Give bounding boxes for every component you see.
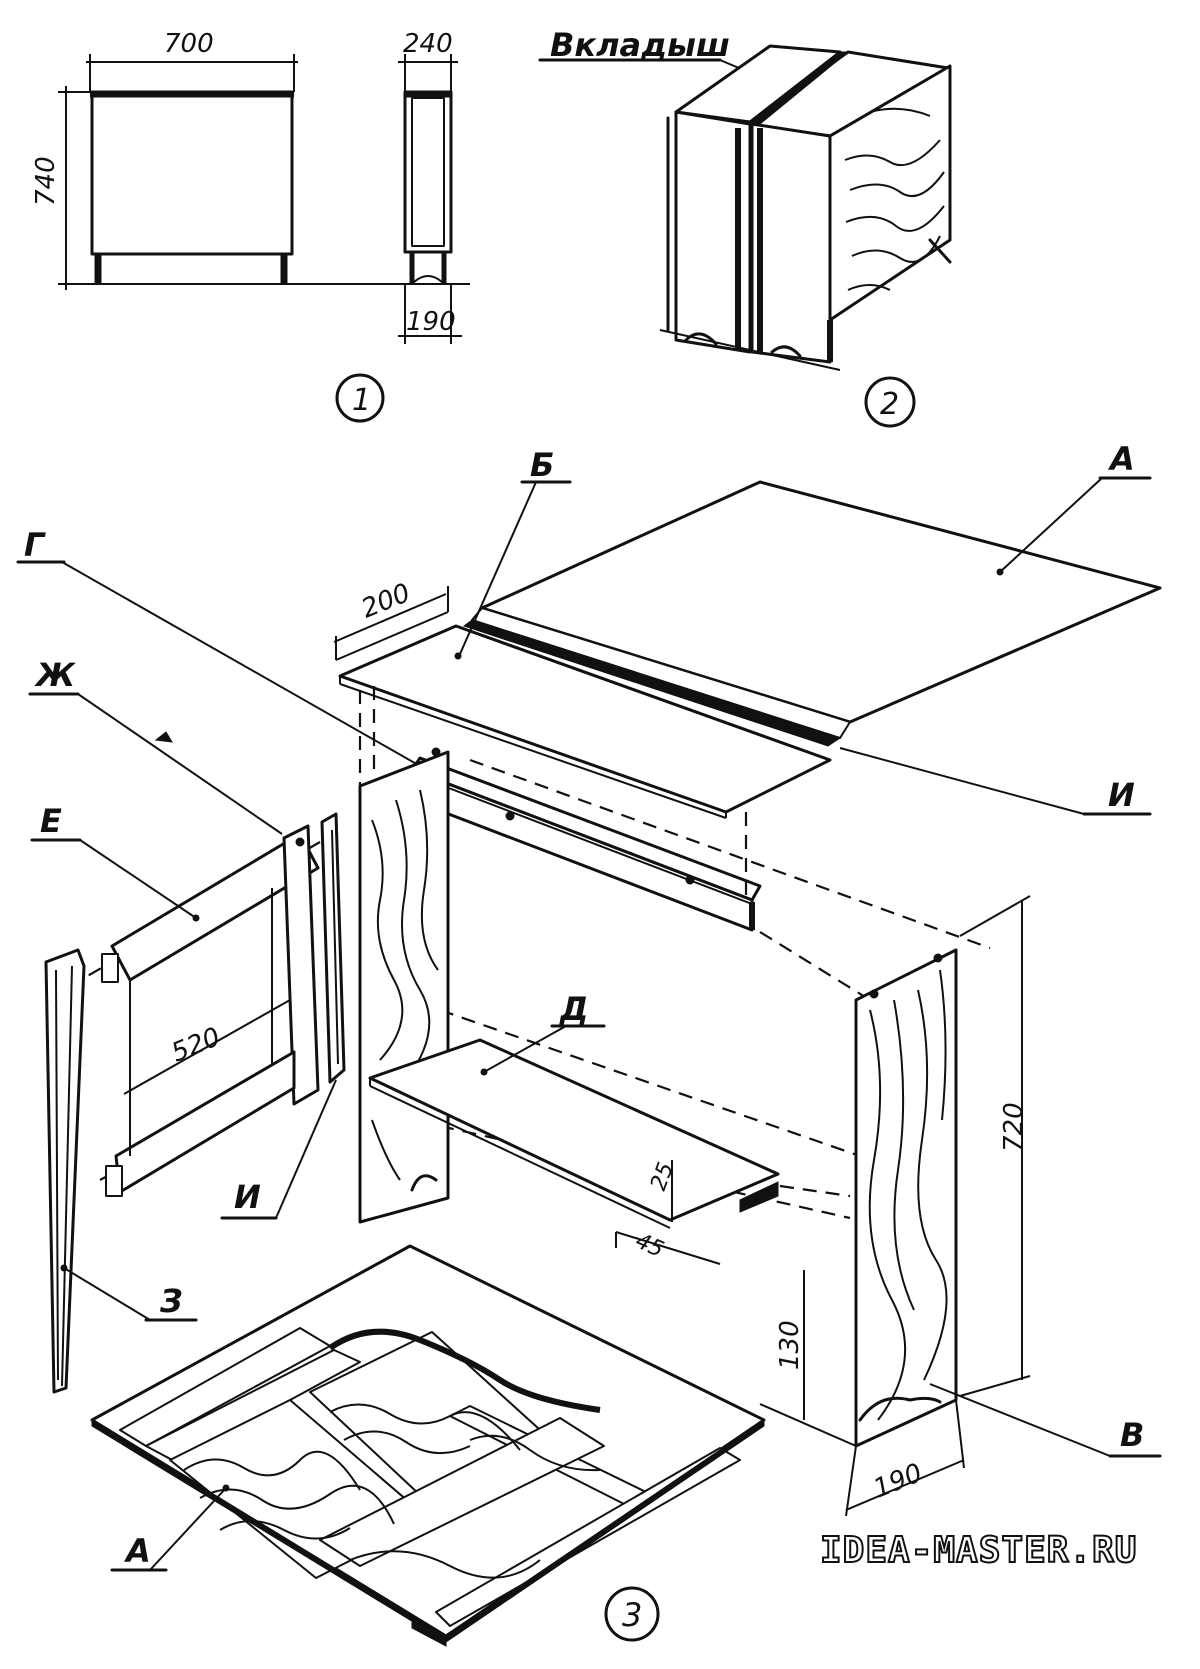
- insert-label: Вкладыш: [550, 26, 730, 64]
- front-view-body: [90, 90, 294, 256]
- figure-number-circle: [335, 373, 385, 423]
- dim-190-base: 190: [869, 1458, 926, 1504]
- label-G: Г: [24, 526, 46, 564]
- dim-130: 130: [775, 1320, 805, 1370]
- dim-240: 240: [403, 29, 453, 59]
- dim-45: 45: [632, 1229, 668, 1263]
- label-ZH: Ж: [34, 656, 76, 694]
- label-B: Б: [530, 446, 554, 484]
- label-V: В: [1120, 1416, 1144, 1454]
- label-A-bottom: А: [123, 1532, 151, 1570]
- hinge-strip: [462, 619, 842, 747]
- label-I-left: И: [234, 1178, 261, 1216]
- folded-leaf-left: [674, 110, 752, 354]
- dim-700: 700: [164, 29, 214, 59]
- dim-720: 720: [999, 1102, 1029, 1152]
- figure-number-3: 3: [622, 1596, 642, 1634]
- part-Z-leg: [44, 948, 86, 1394]
- frame-top-rail: [110, 832, 320, 982]
- folded-leaf-right: [750, 122, 832, 364]
- dim-520: 520: [167, 1022, 224, 1068]
- part-I-strip-left: [320, 812, 346, 1084]
- label-Z: З: [159, 1282, 183, 1320]
- frame-right-stile: [282, 824, 320, 1106]
- figure-1-orthographic-views: 700 740 240 190 1: [31, 29, 470, 423]
- watermark: IDEA-MASTER.RU: [820, 1530, 1137, 1571]
- label-D: Д: [559, 990, 589, 1028]
- dim-190: 190: [406, 307, 456, 337]
- dim-740: 740: [31, 156, 61, 206]
- dim-200: 200: [357, 578, 414, 624]
- label-I-top: И: [1108, 776, 1135, 814]
- frame-bottom-rail: [114, 1050, 296, 1194]
- figure-number-1: 1: [352, 383, 371, 418]
- part-V-right-side: [854, 948, 958, 1448]
- cabinet-side-wood: [828, 64, 952, 322]
- part-B-narrow-board: [338, 624, 832, 814]
- figure-3-exploded-view: 200 Б А И Г: [16, 440, 1162, 1647]
- part-D-shelf: [368, 1038, 780, 1222]
- figure-number-2: 2: [880, 387, 899, 422]
- label-E: Е: [40, 802, 62, 840]
- figure-2-folded-cabinet: Вкладыш 2: [538, 26, 952, 428]
- label-A-top: А: [1107, 440, 1135, 478]
